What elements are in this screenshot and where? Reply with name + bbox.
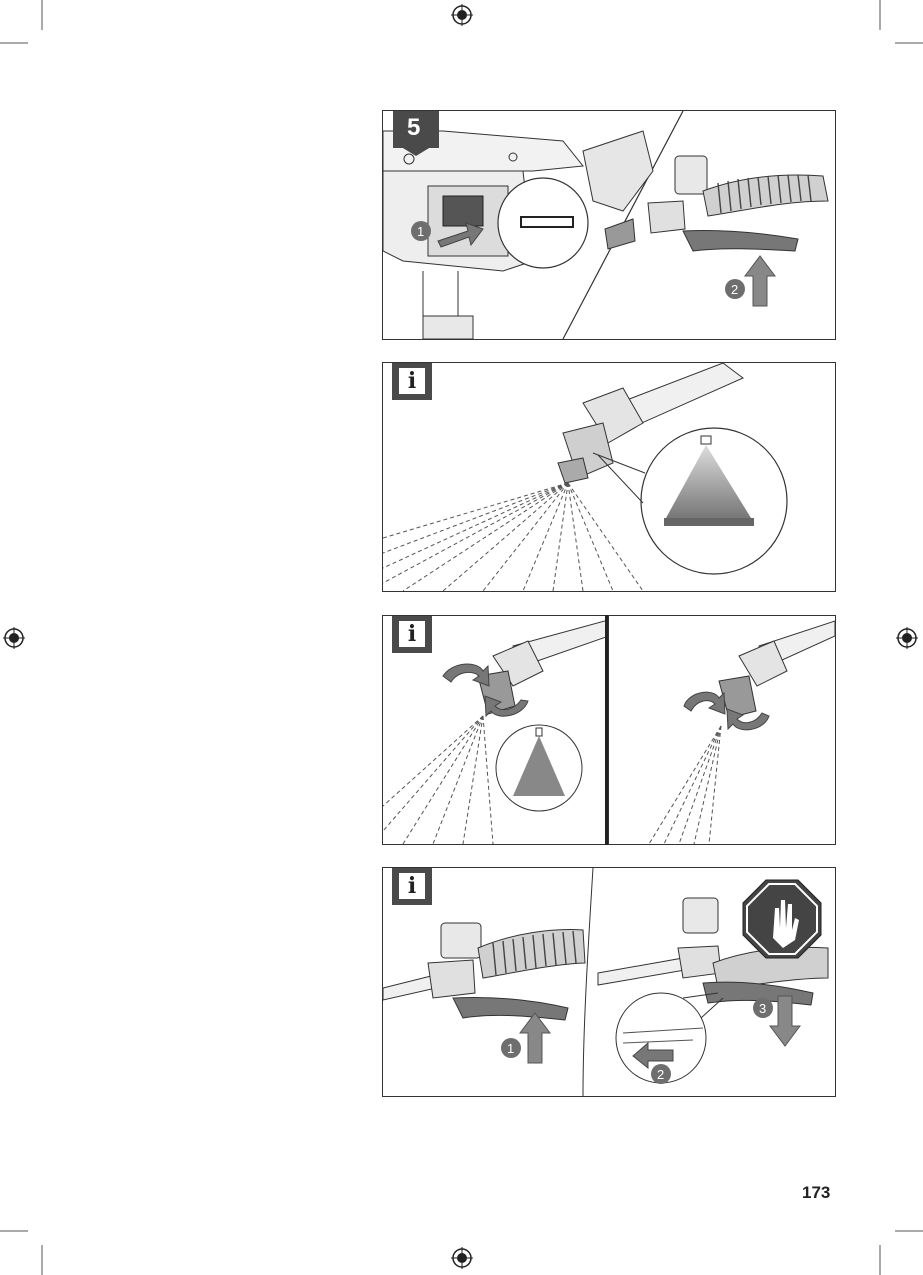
callout-2-label: 2 [657, 1067, 664, 1082]
registration-mark-icon [451, 1247, 473, 1269]
info-icon: i [392, 867, 432, 905]
info-icon: i [392, 362, 432, 400]
page-number: 173 [802, 1183, 830, 1203]
nozzle-rotate-narrow-illustration [609, 616, 835, 844]
push-arrow-icon [520, 1013, 550, 1063]
step-5-panel: 1 2 5 [382, 110, 836, 340]
sprayer-illustration: 1 2 [383, 111, 835, 339]
info-panel-adjust-right [608, 615, 836, 845]
callout-1-label: 1 [507, 1041, 514, 1056]
rotate-arrow-icon [443, 664, 489, 686]
registration-mark-icon [896, 627, 918, 649]
rotate-arrow-icon [684, 692, 725, 714]
callout-2-label: 2 [731, 282, 738, 297]
callout-1-label: 1 [417, 224, 424, 239]
nozzle-spray-illustration [383, 363, 835, 591]
registration-mark-icon [3, 627, 25, 649]
callout-3-label: 3 [759, 1001, 766, 1016]
registration-mark-icon [451, 4, 473, 26]
step-badge: 5 [393, 110, 439, 148]
info-panel-adjust-left: i [382, 615, 608, 845]
info-panel-spray-pattern: i [382, 362, 836, 592]
step-number: 5 [407, 114, 420, 142]
info-icon: i [392, 615, 432, 653]
trigger-lock-illustration: 1 2 3 [383, 868, 835, 1096]
info-panel-lock-trigger: 1 2 3 i [382, 867, 836, 1097]
